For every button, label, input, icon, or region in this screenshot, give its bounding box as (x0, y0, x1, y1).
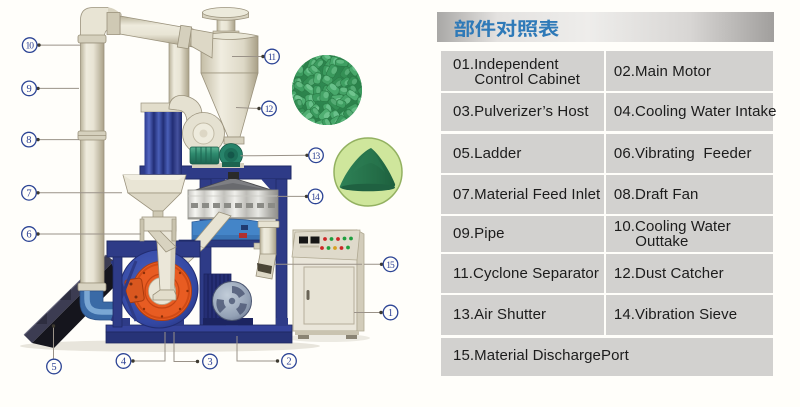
svg-text:7: 7 (26, 188, 31, 199)
svg-text:3: 3 (207, 357, 212, 368)
svg-text:5: 5 (51, 362, 56, 373)
svg-text:8: 8 (26, 135, 31, 146)
svg-text:11: 11 (268, 53, 276, 63)
svg-text:1: 1 (388, 308, 393, 319)
svg-text:2: 2 (286, 357, 291, 368)
svg-text:6: 6 (26, 230, 31, 241)
svg-text:9: 9 (26, 84, 31, 95)
svg-text:13: 13 (312, 152, 321, 162)
svg-text:10: 10 (25, 42, 34, 52)
svg-text:15: 15 (386, 261, 395, 271)
svg-text:4: 4 (121, 357, 127, 368)
svg-text:12: 12 (265, 105, 274, 115)
svg-text:14: 14 (311, 193, 320, 203)
